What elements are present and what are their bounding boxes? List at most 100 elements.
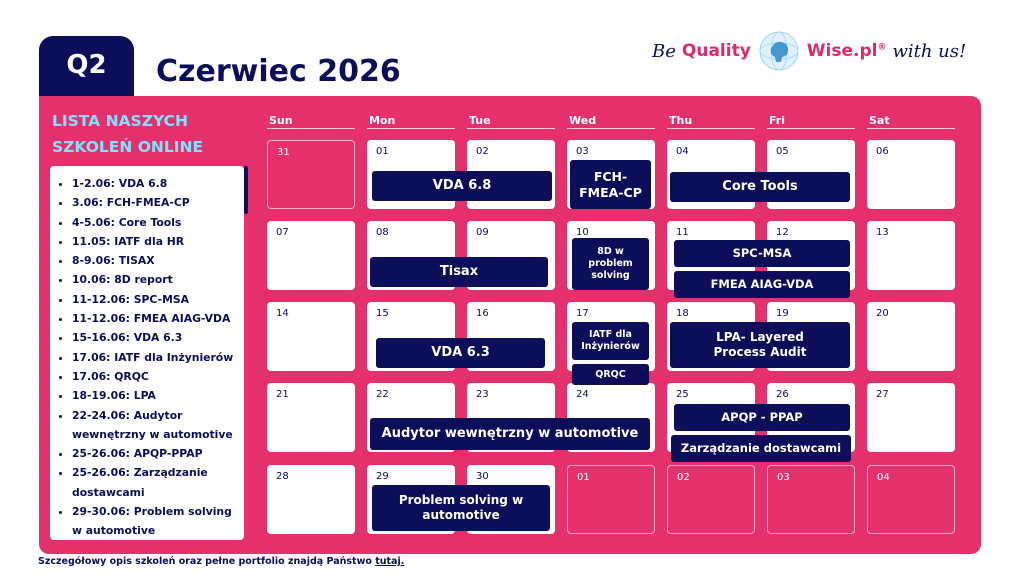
event-qrqc[interactable]: QRQC: [572, 364, 649, 385]
day-number: 07: [276, 227, 289, 238]
training-list-item: 18-19.06: LPA: [72, 386, 238, 405]
event-zarzadzanie[interactable]: Zarządzanie dostawcami: [671, 435, 851, 462]
event-problem-solving[interactable]: Problem solving w automotive: [372, 485, 550, 531]
day-cell[interactable]: 03: [767, 465, 855, 534]
day-number: 14: [276, 308, 289, 319]
training-list-item: 1-2.06: VDA 6.8: [72, 174, 238, 193]
footer-note: Szczegółowy opis szkoleń oraz pełne port…: [38, 556, 405, 567]
event-fch-fmea-cp[interactable]: FCH-FMEA-CP: [570, 160, 651, 209]
day-number: 02: [677, 472, 690, 483]
day-number: 09: [476, 227, 489, 238]
day-header-line: [467, 128, 555, 129]
event-iatf-inzynierow[interactable]: IATF dla Inżynierów: [572, 322, 649, 360]
day-number: 04: [676, 146, 689, 157]
day-cell[interactable]: 01: [567, 465, 655, 534]
day-number: 10: [576, 227, 589, 238]
day-header-sun: Sun: [269, 114, 293, 127]
day-number: 01: [577, 472, 590, 483]
event-core-tools[interactable]: Core Tools: [670, 172, 850, 202]
day-number: 20: [876, 308, 889, 319]
day-cell[interactable]: 20: [867, 302, 955, 371]
day-number: 03: [777, 472, 790, 483]
day-cell[interactable]: 07: [267, 221, 355, 290]
page-title: Czerwiec 2026: [156, 54, 401, 89]
day-cell[interactable]: 31: [267, 140, 355, 209]
training-list-item: 11.05: IATF dla HR: [72, 232, 238, 251]
day-number: 29: [376, 471, 389, 482]
day-number: 18: [676, 308, 689, 319]
day-header-line: [667, 128, 755, 129]
training-list[interactable]: 1-2.06: VDA 6.83.06: FCH-FMEA-CP4-5.06: …: [50, 166, 244, 540]
training-list-item: 29-30.06: Problem solving w automotive: [72, 502, 238, 540]
day-header-thu: Thu: [669, 114, 693, 127]
brand-with-us: with us!: [892, 40, 967, 62]
training-list-item: 8-9.06: TISAX: [72, 251, 238, 270]
training-list-item: 17.06: QRQC: [72, 367, 238, 386]
day-number: 23: [476, 389, 489, 400]
day-number: 27: [876, 389, 889, 400]
training-list-item: 25-26.06: Zarządzanie dostawcami: [72, 463, 238, 502]
day-number: 22: [376, 389, 389, 400]
day-cell[interactable]: 27: [867, 383, 955, 452]
training-list-item: 11-12.06: FMEA AIAG-VDA: [72, 309, 238, 328]
brand-wise: Wise.pl®: [806, 41, 887, 61]
footer-link[interactable]: tutaj.: [375, 556, 405, 567]
event-8d[interactable]: 8D w problem solving: [572, 238, 649, 290]
training-list-item: 15-16.06: VDA 6.3: [72, 328, 238, 347]
day-number: 31: [277, 147, 290, 158]
day-number: 28: [276, 471, 289, 482]
day-number: 04: [877, 472, 890, 483]
day-cell[interactable]: 04: [867, 465, 955, 534]
day-header-fri: Fri: [769, 114, 786, 127]
day-header-sat: Sat: [869, 114, 890, 127]
day-cell[interactable]: 02: [667, 465, 755, 534]
day-number: 06: [876, 146, 889, 157]
quarter-tab: Q2: [39, 36, 134, 104]
training-list-item: 10.06: 8D report: [72, 270, 238, 289]
list-scrollbar[interactable]: [244, 166, 248, 214]
brand-be: Be: [652, 40, 676, 62]
brain-globe-icon: [759, 31, 799, 71]
training-list-item: 22-24.06: Audytor wewnętrzny w automotiv…: [72, 406, 238, 445]
day-number: 08: [376, 227, 389, 238]
day-cell[interactable]: 14: [267, 302, 355, 371]
event-apqp-ppap[interactable]: APQP - PPAP: [674, 404, 850, 431]
day-number: 16: [476, 308, 489, 319]
day-number: 11: [676, 227, 689, 238]
training-list-items: 1-2.06: VDA 6.83.06: FCH-FMEA-CP4-5.06: …: [58, 174, 238, 540]
day-number: 12: [776, 227, 789, 238]
brand-logo: Be Quality Wise.pl® with us!: [652, 30, 982, 72]
day-header-line: [367, 128, 455, 129]
event-audytor[interactable]: Audytor wewnętrzny w automotive: [370, 418, 650, 450]
training-list-item: 11-12.06: SPC-MSA: [72, 290, 238, 309]
day-header-mon: Mon: [369, 114, 396, 127]
training-list-item: 3.06: FCH-FMEA-CP: [72, 193, 238, 212]
day-cell[interactable]: 28: [267, 465, 355, 534]
day-number: 17: [576, 308, 589, 319]
day-cell[interactable]: 13: [867, 221, 955, 290]
day-number: 03: [576, 146, 589, 157]
day-number: 26: [776, 389, 789, 400]
day-number: 01: [376, 146, 389, 157]
event-tisax[interactable]: Tisax: [370, 257, 548, 287]
event-fmea-aiag-vda[interactable]: FMEA AIAG-VDA: [674, 271, 850, 298]
day-number: 24: [576, 389, 589, 400]
day-number: 19: [776, 308, 789, 319]
day-number: 25: [676, 389, 689, 400]
day-cell[interactable]: 21: [267, 383, 355, 452]
day-header-line: [867, 128, 955, 129]
day-number: 13: [876, 227, 889, 238]
day-number: 05: [776, 146, 789, 157]
event-vda63[interactable]: VDA 6.3: [376, 338, 545, 368]
day-header-line: [767, 128, 855, 129]
event-spc-msa[interactable]: SPC-MSA: [674, 240, 850, 267]
day-header-line: [267, 128, 355, 129]
day-header-wed: Wed: [569, 114, 597, 127]
event-lpa[interactable]: LPA- Layered Process Audit: [670, 322, 850, 368]
day-cell[interactable]: 06: [867, 140, 955, 209]
training-list-item: 25-26.06: APQP-PPAP: [72, 444, 238, 463]
day-header-tue: Tue: [469, 114, 491, 127]
event-vda68[interactable]: VDA 6.8: [372, 171, 552, 201]
training-list-item: 17.06: IATF dla Inżynierów: [72, 348, 238, 367]
